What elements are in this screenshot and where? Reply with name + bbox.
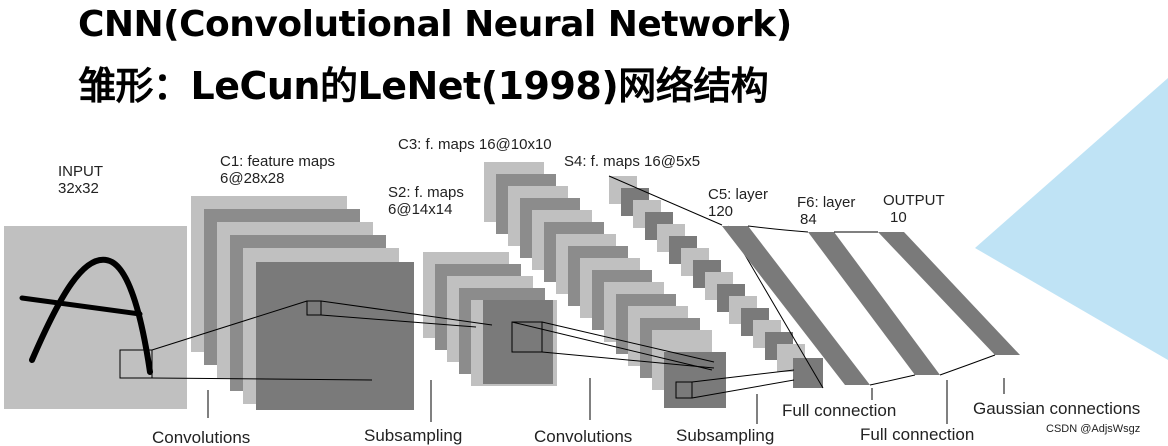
s2-size-label: 6@14x14 (388, 201, 452, 218)
title-line-1: CNN(Convolutional Neural Network) (78, 4, 792, 45)
c5-band (722, 226, 870, 385)
f6-size-label: 84 (800, 211, 817, 228)
c1-size-label: 6@28x28 (220, 170, 284, 187)
blue-wedge-shape (975, 78, 1168, 360)
input-label: INPUT (58, 163, 103, 180)
f6-label: F6: layer (797, 194, 855, 211)
op-convolutions-2: Convolutions (534, 427, 632, 446)
input-layer (4, 226, 187, 409)
input-size-label: 32x32 (58, 180, 99, 197)
c5-label: C5: layer (708, 186, 768, 203)
op-full-connection-2: Full connection (860, 425, 974, 444)
s2-label: S2: f. maps (388, 184, 464, 201)
op-gaussian-connections: Gaussian connections (973, 399, 1140, 418)
c5-size-label: 120 (708, 203, 733, 220)
output-size-label: 10 (890, 209, 907, 226)
output-label: OUTPUT (883, 192, 945, 209)
op-convolutions-1: Convolutions (152, 428, 250, 446)
connection-lines (151, 175, 824, 399)
operation-ticks (207, 378, 1005, 424)
op-subsampling-2: Subsampling (676, 426, 774, 445)
output-band (878, 232, 1020, 355)
op-full-connection-1: Full connection (782, 401, 896, 420)
fully-connected-layers (722, 225, 1020, 386)
c3-feature-maps (484, 162, 726, 408)
s4-label: S4: f. maps 16@5x5 (564, 153, 700, 170)
f6-band (808, 232, 940, 375)
watermark: CSDN @AdjsWsgz (1046, 423, 1140, 435)
s2-feature-maps (423, 252, 557, 386)
c1-label: C1: feature maps (220, 153, 335, 170)
op-subsampling-1: Subsampling (364, 426, 462, 445)
c1-feature-maps (191, 196, 414, 410)
c3-label: C3: f. maps 16@10x10 (398, 136, 552, 153)
title-line-2: 雏形：LeCun的LeNet(1998)网络结构 (78, 64, 769, 108)
